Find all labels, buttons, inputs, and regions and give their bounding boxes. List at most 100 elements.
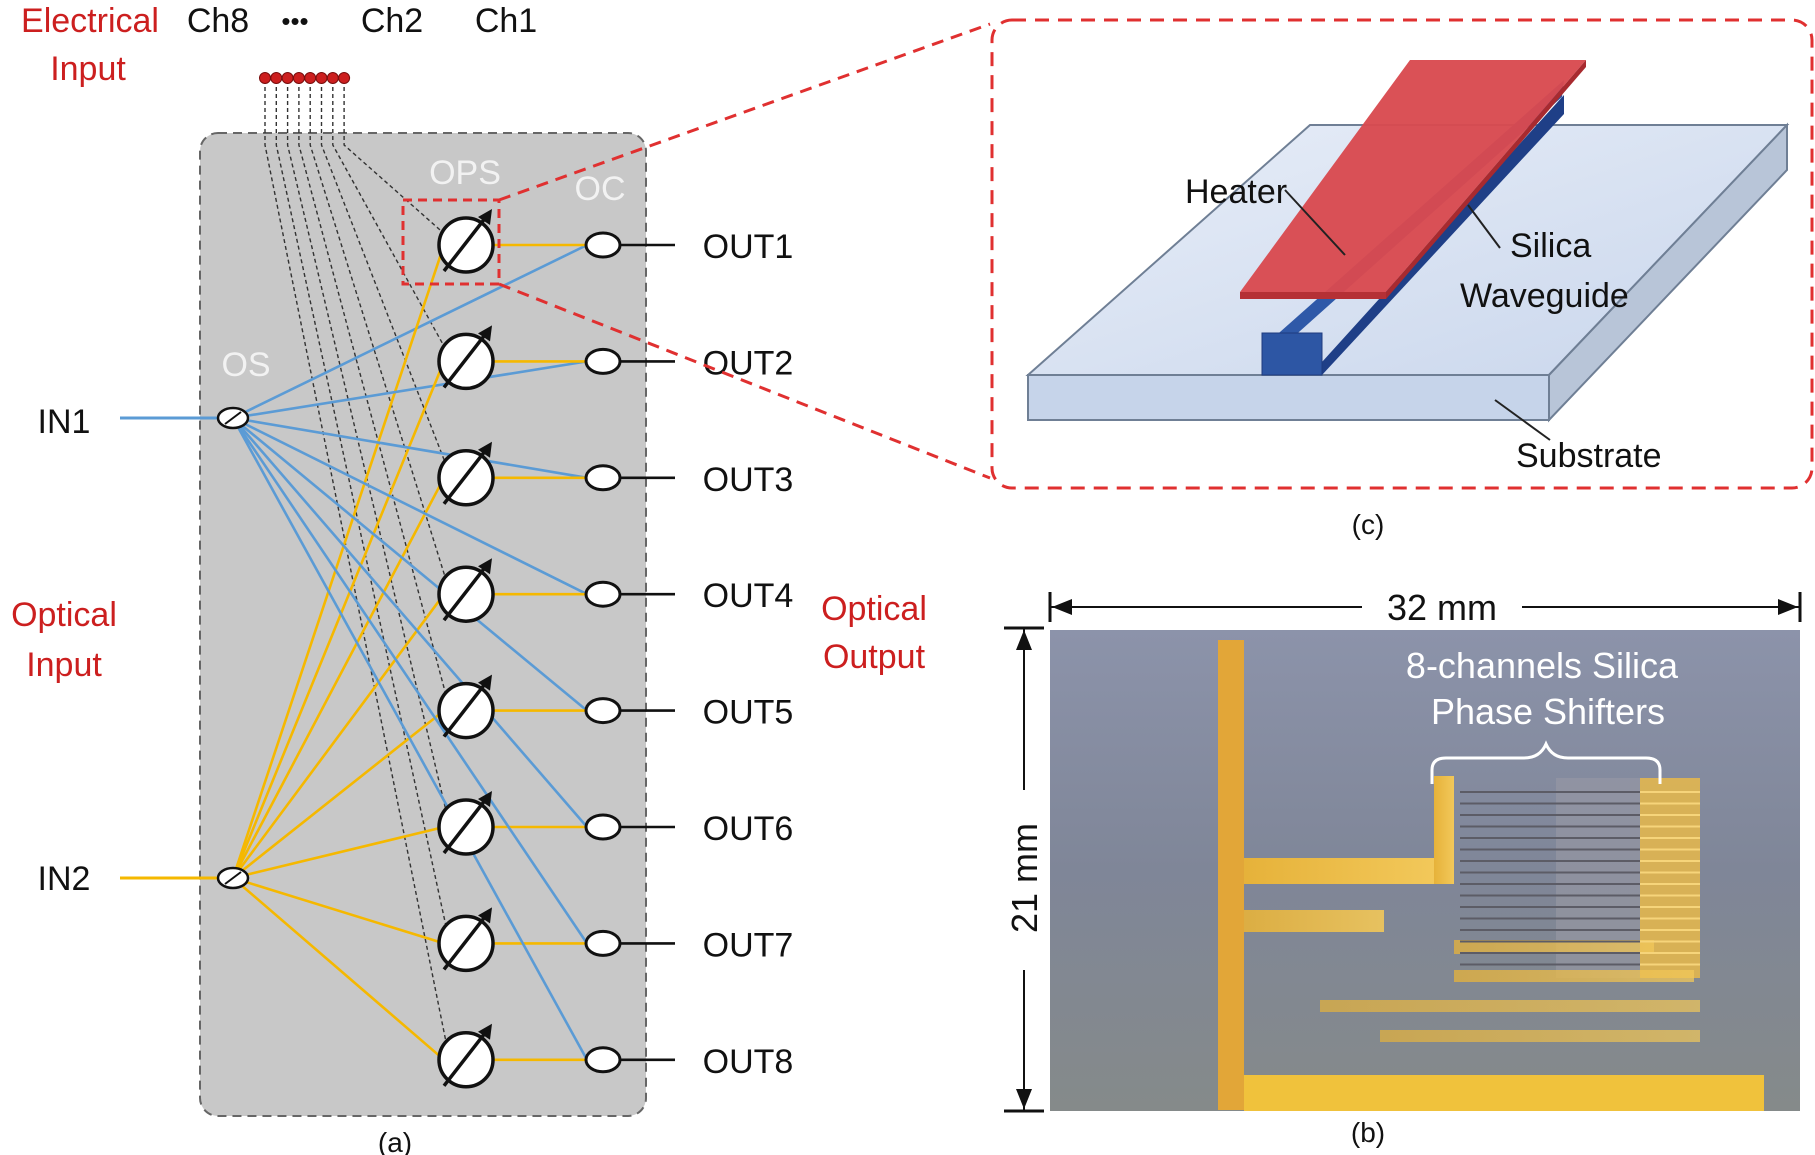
zoom-line-top (498, 22, 991, 202)
phase-shifter-arrowhead (478, 209, 492, 225)
phase-shifter-arrowhead (478, 325, 492, 342)
input-label-in1: IN1 (38, 403, 91, 441)
phase-shifter-arrowhead (478, 907, 492, 924)
phase-shifter-arrowhead (478, 674, 492, 691)
panel-c: Heater Silica Waveguide Substrate (c) (990, 18, 1814, 540)
height-arrow-bottom (1016, 1089, 1032, 1109)
electrical-pad (326, 72, 339, 84)
photo-annotation-line1: 8-channels Silica (1406, 645, 1679, 686)
heater-leader (1284, 189, 1346, 256)
output-label: OUT4 (703, 577, 794, 615)
phase-shifter (437, 791, 495, 856)
output-label: OUT2 (703, 344, 794, 382)
phase-shifter-arrow (442, 797, 488, 855)
electrical-wire (332, 80, 449, 354)
splitter-mark (224, 871, 242, 885)
yellow-waveguide (231, 244, 446, 879)
output-label: OUT8 (703, 1043, 794, 1081)
heater-label: Heater (1185, 173, 1287, 211)
optical-output-label-line1: Optical (821, 590, 927, 628)
chip-photo-phase-shifter-lines (1460, 791, 1700, 966)
phase-shifters (437, 209, 495, 1089)
channel-label-ch1: Ch1 (475, 2, 537, 40)
ops-highlight-box (401, 198, 501, 286)
channel-label-dots: ••• (281, 6, 308, 36)
height-arrow-top (1016, 630, 1032, 650)
optical-coupler (584, 697, 622, 725)
os-label: OS (221, 346, 270, 384)
optical-coupler (584, 231, 622, 259)
electrical-wires (259, 72, 449, 1052)
electrical-wire (286, 80, 449, 820)
optical-coupler (584, 929, 622, 957)
channel-label-ch2: Ch2 (361, 2, 423, 40)
blue-waveguide (231, 417, 589, 945)
yellow-waveguide (232, 876, 445, 945)
phase-shifter-arrowhead (478, 791, 492, 807)
output-label: OUT1 (703, 228, 794, 266)
blue-waveguide (232, 243, 588, 420)
zoom-frame (990, 18, 1814, 490)
panel-b: 32 mm 21 mm 8-channels Silica Phase Shif… (1000, 584, 1802, 1148)
phase-shifter (437, 907, 495, 973)
phase-shifter-arrow (442, 1030, 488, 1087)
phase-shifter-arrow (442, 332, 488, 389)
blue-waveguide (231, 417, 589, 1061)
optical-coupler (584, 580, 622, 608)
blue-waveguide (232, 360, 588, 420)
photo-annotation-line2: Phase Shifters (1431, 691, 1665, 732)
width-arrow-left (1052, 599, 1072, 615)
phase-shifter-arrow (442, 448, 488, 505)
electrical-pad (292, 72, 305, 84)
input-label-in2: IN2 (38, 860, 91, 898)
optical-input-label-line2: Input (26, 646, 102, 684)
oc-label: OC (575, 170, 626, 208)
zoom-line-bottom (498, 282, 991, 480)
height-label: 21 mm (1004, 823, 1045, 933)
phase-shifter-arrowhead (478, 441, 492, 458)
electrical-pad (281, 72, 294, 84)
output-label: OUT3 (703, 461, 794, 499)
caption-a: (a) (378, 1127, 412, 1155)
electrical-input-label-line1: Electrical (21, 2, 159, 40)
phase-shifter (437, 325, 495, 391)
phase-shifter-brace (1430, 740, 1662, 784)
blue-waveguide (232, 416, 588, 712)
substrate-label: Substrate (1516, 437, 1662, 475)
blue-waveguide (232, 416, 588, 480)
electrical-wire (343, 80, 449, 238)
width-arrow-right (1778, 599, 1798, 615)
output-label: OUT5 (703, 694, 794, 732)
silica-label-line2: Waveguide (1460, 277, 1629, 315)
yellow-waveguide (232, 877, 445, 1061)
channel-label-ch8: Ch8 (187, 2, 249, 40)
yellow-waveguide (231, 477, 446, 879)
phase-shifter-arrowhead (478, 1023, 492, 1040)
substrate-front (1027, 374, 1550, 421)
electrical-wire (309, 80, 449, 587)
optical-coupler (584, 813, 622, 841)
waveguide-leader (1467, 204, 1501, 249)
phase-shifter-arrow (442, 565, 488, 622)
width-label: 32 mm (1387, 587, 1497, 628)
optical-output-label-line2: Output (823, 638, 926, 676)
optical-couplers (584, 231, 622, 1074)
waveguide-side (1322, 95, 1564, 375)
electrical-pad (304, 72, 317, 84)
yellow-waveguide (231, 593, 446, 879)
caption-b: (b) (1351, 1117, 1385, 1148)
substrate-side (1548, 122, 1788, 423)
height-label-bg (1000, 790, 1048, 970)
phase-shifter (437, 674, 495, 740)
electrical-pad (259, 72, 271, 84)
phase-shifter (437, 441, 495, 507)
electrical-wire (275, 80, 449, 936)
optical-coupler (584, 1046, 622, 1074)
heater-side (1386, 60, 1586, 299)
optical-coupler (584, 464, 622, 492)
panel-a: Electrical Input Ch8 ••• Ch2 Ch1 Optical… (11, 2, 991, 1155)
width-label-bg (1362, 584, 1522, 630)
